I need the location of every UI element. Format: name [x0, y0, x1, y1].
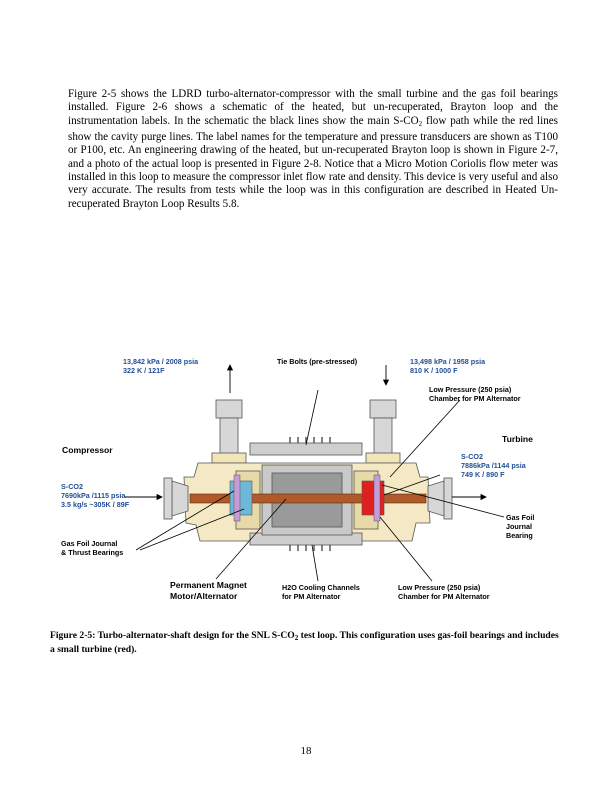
gas-foil-right-line1: Gas Foil	[506, 513, 535, 522]
pm-motor-label: Permanent Magnet Motor/Alternator	[170, 580, 247, 601]
turbine-inlet-conditions: S-CO2 7886kPa /1144 psia 749 K / 890 F	[461, 452, 526, 479]
h2o-cooling-line2: for PM Alternator	[282, 592, 341, 601]
low-pressure-bottom-line1: Low Pressure (250 psia)	[398, 583, 481, 592]
caption-subscript: 2	[294, 634, 299, 642]
turbine-outlet-pressure: 13,498 kPa / 1958 psia	[410, 357, 486, 366]
pm-motor-line1: Permanent Magnet	[170, 580, 247, 590]
paragraph-text-2: flow path while the red lines show the c…	[68, 114, 558, 210]
gas-foil-right-line2: Journal	[506, 522, 532, 531]
turbine-inlet-temperature: 749 K / 890 F	[461, 470, 505, 479]
h2o-cooling-label: H2O Cooling Channels for PM Alternator	[282, 583, 360, 601]
compressor-outlet-flow: 3.5 kg/s ~305K / 89F	[61, 500, 130, 509]
figure-caption: Figure 2-5: Turbo-alternator-shaft desig…	[50, 630, 560, 656]
page-number: 18	[300, 745, 312, 757]
low-pressure-top-line2: Chamber for PM Alternator	[429, 394, 521, 403]
paragraph-subscript: 2	[418, 119, 423, 128]
h2o-cooling-line1: H2O Cooling Channels	[282, 583, 360, 592]
leader-lines	[135, 389, 505, 582]
low-pressure-top-label: Low Pressure (250 psia) Chamber for PM A…	[429, 385, 521, 403]
gas-foil-thrust-bearings-label: Gas Foil Journal & Thrust Bearings	[61, 539, 123, 557]
shaft	[189, 493, 427, 504]
compressor-inlet-conditions: 13,842 kPa / 2008 psia 322 K / 121F	[123, 357, 198, 375]
pm-motor-line2: Motor/Alternator	[170, 590, 238, 601]
low-pressure-bottom-label: Low Pressure (250 psia) Chamber for PM A…	[398, 583, 490, 601]
cooling-fins	[289, 437, 331, 551]
turbine-outlet-conditions: 13,498 kPa / 1958 psia 810 K / 1000 F	[410, 357, 485, 375]
turbine-outlet-temperature: 810 K / 1000 F	[410, 366, 458, 375]
compressor-outlet-pressure: 7690kPa /1115 psia	[61, 491, 126, 500]
gas-foil-journal-bearing-label: Gas Foil Journal Bearing	[506, 513, 534, 540]
compressor-outlet-conditions: S-CO2 7690kPa /1115 psia 3.5 kg/s ~305K …	[61, 482, 129, 509]
left-vertical-pipe	[211, 399, 247, 464]
body-paragraph: Figure 2-5 shows the LDRD turbo-alternat…	[68, 88, 558, 211]
turbine-wheel	[361, 474, 385, 522]
paragraph-text-1: Figure 2-5 shows the LDRD turbo-alternat…	[68, 88, 558, 127]
compressor-label: Compressor	[62, 445, 113, 455]
right-vertical-pipe	[365, 399, 401, 464]
caption-text-1: Figure 2-5: Turbo-alternator-shaft desig…	[50, 630, 295, 641]
turbo-alternator-figure: 13,842 kPa / 2008 psia 322 K / 121F Tie …	[40, 345, 580, 615]
compressor-wheel	[229, 474, 253, 522]
turbine-inlet-fluid: S-CO2	[461, 452, 483, 461]
caption-text-2: test loop. This configuration uses gas-f…	[50, 630, 559, 655]
right-nozzle	[427, 477, 453, 520]
flow-arrows	[124, 364, 487, 501]
turbine-inlet-pressure: 7886kPa /1144 psia	[461, 461, 526, 470]
low-pressure-top-line1: Low Pressure (250 psia)	[429, 385, 512, 394]
turbo-alternator-drawing	[124, 364, 505, 582]
compressor-outlet-fluid: S-CO2	[61, 482, 83, 491]
gas-foil-thrust-line2: & Thrust Bearings	[61, 548, 124, 557]
compressor-inlet-temperature: 322 K / 121F	[123, 366, 165, 375]
low-pressure-bottom-line2: Chamber for PM Alternator	[398, 592, 490, 601]
turbine-label: Turbine	[502, 434, 533, 444]
compressor-inlet-pressure: 13,842 kPa / 2008 psia	[123, 357, 199, 366]
gas-foil-thrust-line1: Gas Foil Journal	[61, 539, 118, 548]
tie-bolts-label: Tie Bolts (pre-stressed)	[277, 357, 358, 366]
gas-foil-right-line3: Bearing	[506, 531, 533, 540]
left-nozzle	[163, 477, 189, 520]
